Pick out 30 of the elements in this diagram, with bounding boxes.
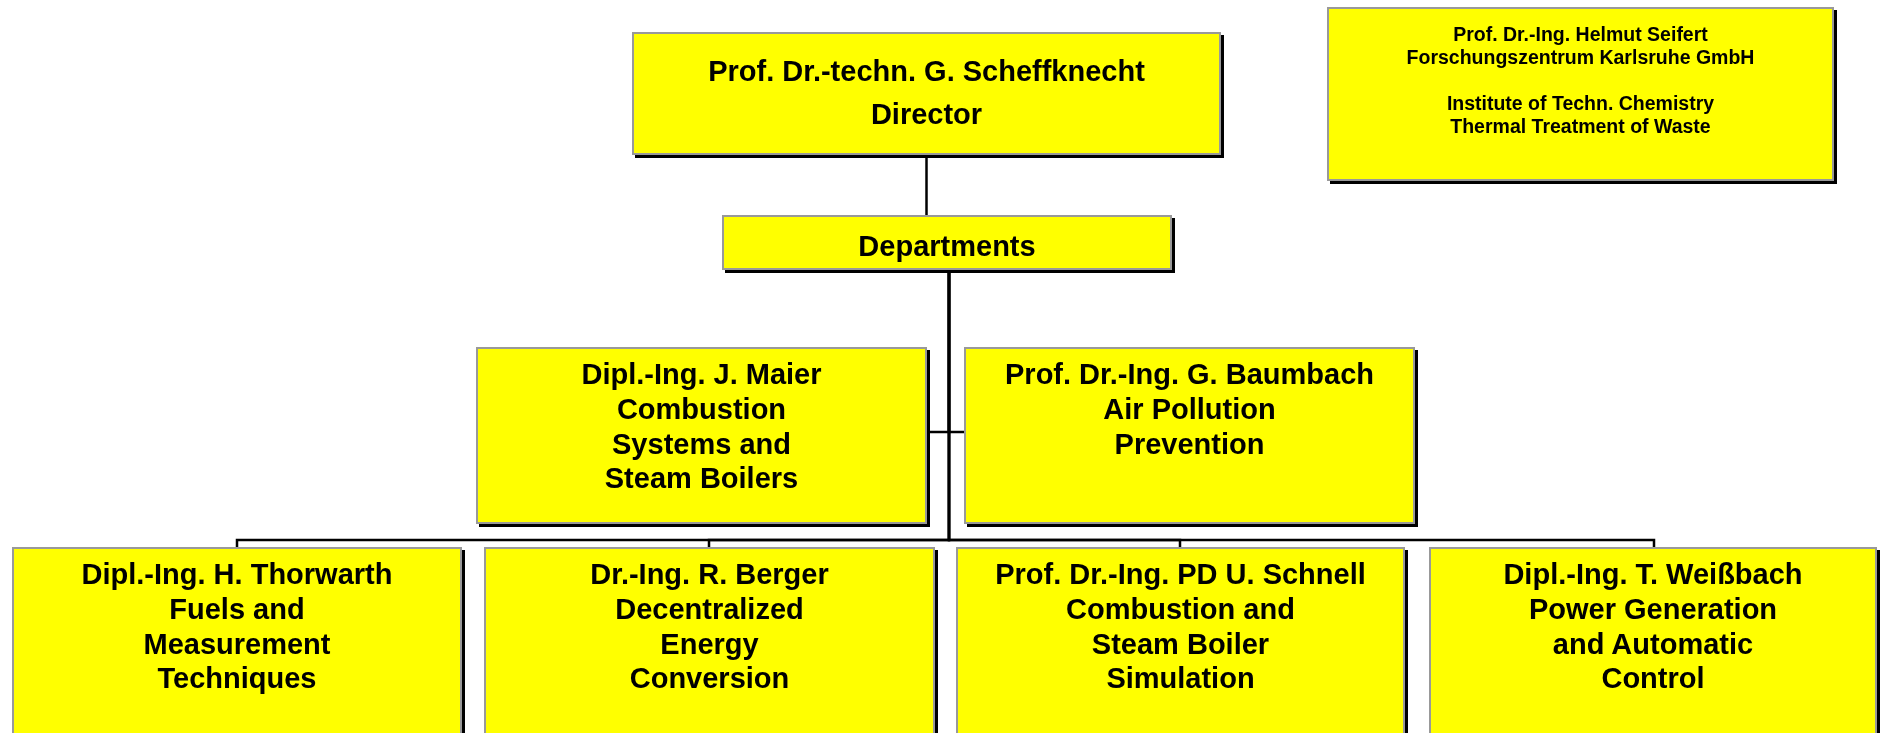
unit-name: Thermal Treatment of Waste — [1450, 115, 1711, 139]
unit-name: Director — [870, 96, 983, 132]
org-box — [476, 347, 927, 524]
org-box — [956, 547, 1405, 733]
person-name: Prof. Dr.-techn. G. Scheffknecht — [708, 54, 1145, 89]
org-box — [484, 547, 935, 733]
org-box — [722, 215, 1172, 270]
person-name: Departments — [858, 229, 1036, 264]
unit-name: Combustion Systems and Steam Boilers — [603, 391, 800, 497]
org-box — [1327, 7, 1834, 181]
connector-line — [925, 155, 928, 215]
person-name: Dr.-Ing. R. Berger — [590, 557, 829, 592]
org-box — [12, 547, 462, 733]
unit-name: Decentralized Energy Conversion — [614, 591, 805, 697]
org-box — [964, 347, 1415, 524]
unit-name: Combustion and Steam Boiler Simulation — [1065, 591, 1296, 697]
unit-name: Air Pollution Prevention — [1102, 391, 1277, 462]
person-name: Prof. Dr.-Ing. Helmut Seifert — [1453, 23, 1708, 47]
person-name: Prof. Dr.-Ing. G. Baumbach — [1005, 357, 1374, 392]
person-name: Dipl.-Ing. H. Thorwarth — [81, 557, 393, 592]
person-name: Prof. Dr.-Ing. PD U. Schnell — [995, 557, 1366, 592]
unit-name: Forschungszentrum Karlsruhe GmbH — [1406, 46, 1755, 70]
unit-name: Power Generation and Automatic Control — [1527, 591, 1779, 697]
org-box — [632, 32, 1221, 155]
org-box — [1429, 547, 1877, 733]
unit-name: Institute of Techn. Chemistry — [1446, 91, 1715, 116]
person-name: Dipl.-Ing. J. Maier — [581, 357, 822, 392]
connector-line — [947, 270, 1656, 548]
unit-name: Fuels and Measurement Techniques — [142, 591, 332, 697]
person-name: Dipl.-Ing. T. Weißbach — [1503, 557, 1803, 592]
